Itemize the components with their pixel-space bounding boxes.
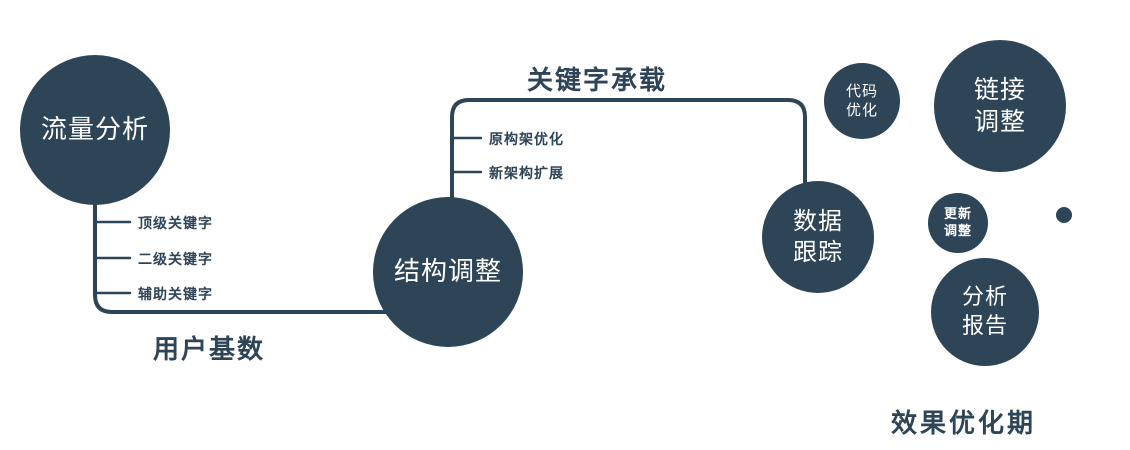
node-code-optimization: 代码 优化 [824, 63, 900, 139]
edge-structure-to-tracking [450, 98, 807, 272]
node-data-tracking-line1: 数据 [793, 207, 843, 235]
node-update-adjustment: 更新 调整 [928, 193, 988, 253]
node-traffic-analysis-label: 流量分析 [40, 114, 149, 145]
node-update-adjustment-line1: 更新 [943, 206, 972, 222]
node-analysis-report: 分析 报告 [931, 258, 1039, 366]
node-data-tracking-line2: 跟踪 [793, 239, 843, 266]
branch-label-new-architecture: 新架构扩展 [489, 165, 564, 181]
node-link-adjustment: 链接 调整 [934, 40, 1066, 172]
node-link-adjustment-line1: 链接 [973, 75, 1026, 104]
node-code-optimization-line2: 优化 [845, 102, 878, 119]
branch-label-original-architecture: 原构架优化 [489, 131, 564, 147]
node-structure-adjustment-label: 结构调整 [393, 256, 502, 287]
node-analysis-report-line1: 分析 [961, 284, 1008, 310]
node-traffic-analysis: 流量分析 [20, 55, 170, 205]
node-structure-adjustment: 结构调整 [373, 197, 523, 347]
edge-traffic-to-structure [93, 138, 402, 314]
branch-label-secondary-keywords: 二级关键字 [138, 251, 213, 267]
node-update-adjustment-line2: 调整 [943, 223, 972, 238]
node-analysis-report-line2: 报告 [961, 313, 1008, 338]
dot-marker [1056, 207, 1072, 223]
node-code-optimization-line1: 代码 [845, 82, 878, 100]
branch-label-top-keywords: 顶级关键字 [138, 215, 213, 231]
branch-label-auxiliary-keywords: 辅助关键字 [138, 286, 213, 302]
node-data-tracking: 数据 跟踪 [762, 181, 874, 293]
node-link-adjustment-line2: 调整 [973, 108, 1026, 136]
footer-label-effect-optimization: 效果优化期 [891, 408, 1037, 438]
edge-label-keyword-carry: 关键字承载 [527, 65, 668, 95]
edge-label-user-base: 用户基数 [153, 334, 266, 364]
